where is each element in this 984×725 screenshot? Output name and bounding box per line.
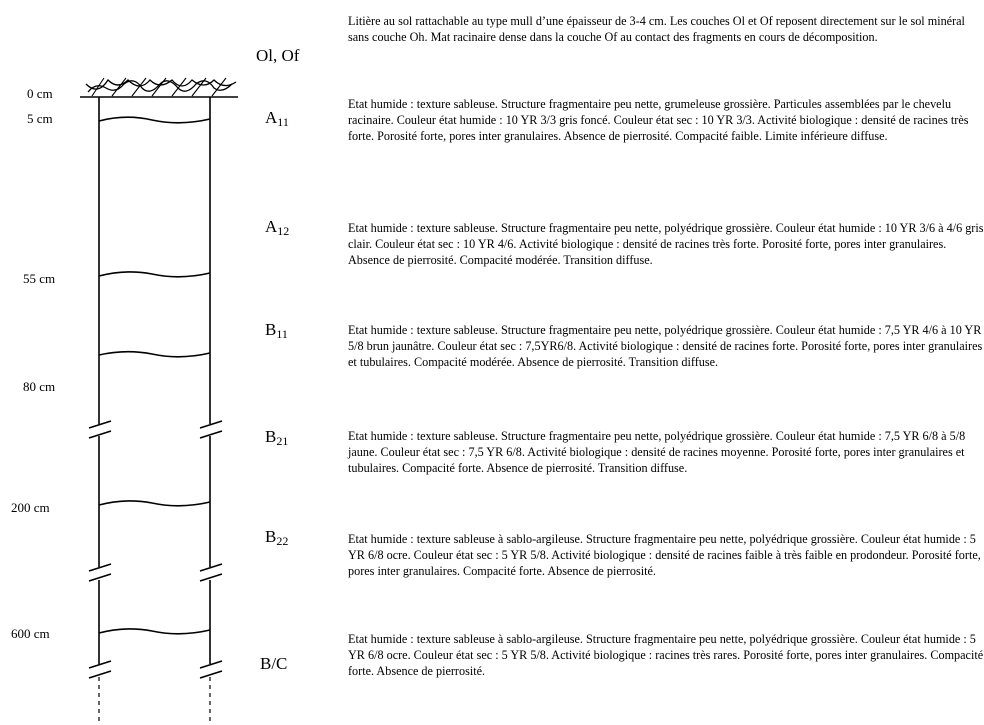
horizon-label-b22: B22 bbox=[265, 527, 289, 548]
description-b11: Etat humide : texture sableuse. Structur… bbox=[348, 323, 983, 370]
depth-label-0cm: 0 cm bbox=[27, 86, 53, 101]
boundary-200cm bbox=[98, 500, 211, 507]
description-olof: Litière au sol rattachable au type mull … bbox=[348, 14, 965, 45]
boundary-55cm bbox=[98, 271, 211, 278]
depth-label-55cm: 55 cm bbox=[23, 271, 56, 286]
boundary-5cm bbox=[98, 116, 211, 124]
depth-label-5cm: 5 cm bbox=[27, 111, 53, 126]
horizon-label-a12: A12 bbox=[265, 217, 290, 238]
horizon-label-a11: A11 bbox=[265, 108, 289, 129]
description-a12: Etat humide : texture sableuse. Structur… bbox=[348, 221, 984, 268]
depth-label-200cm: 200 cm bbox=[11, 500, 50, 515]
horizon-label-olof: Ol, Of bbox=[256, 46, 300, 65]
horizon-label-bc: B/C bbox=[260, 654, 288, 673]
break-mark-2 bbox=[88, 563, 223, 582]
description-a11: Etat humide : texture sableuse. Structur… bbox=[348, 97, 969, 144]
horizon-label-b21: B21 bbox=[265, 427, 289, 448]
boundary-600cm bbox=[98, 628, 211, 635]
break-mark-3 bbox=[88, 660, 223, 679]
depth-label-80cm: 80 cm bbox=[23, 379, 56, 394]
litter-layer bbox=[87, 80, 233, 93]
horizon-label-b11: B11 bbox=[265, 320, 288, 341]
description-bc: Etat humide : texture sableuse à sablo-a… bbox=[348, 632, 984, 679]
depth-label-600cm: 600 cm bbox=[11, 626, 50, 641]
description-b22: Etat humide : texture sableuse à sablo-a… bbox=[348, 532, 981, 579]
break-mark-1 bbox=[88, 420, 223, 439]
description-b21: Etat humide : texture sableuse. Structur… bbox=[348, 429, 966, 476]
litter-layer-3 bbox=[91, 77, 227, 97]
boundary-80cm bbox=[98, 350, 211, 358]
